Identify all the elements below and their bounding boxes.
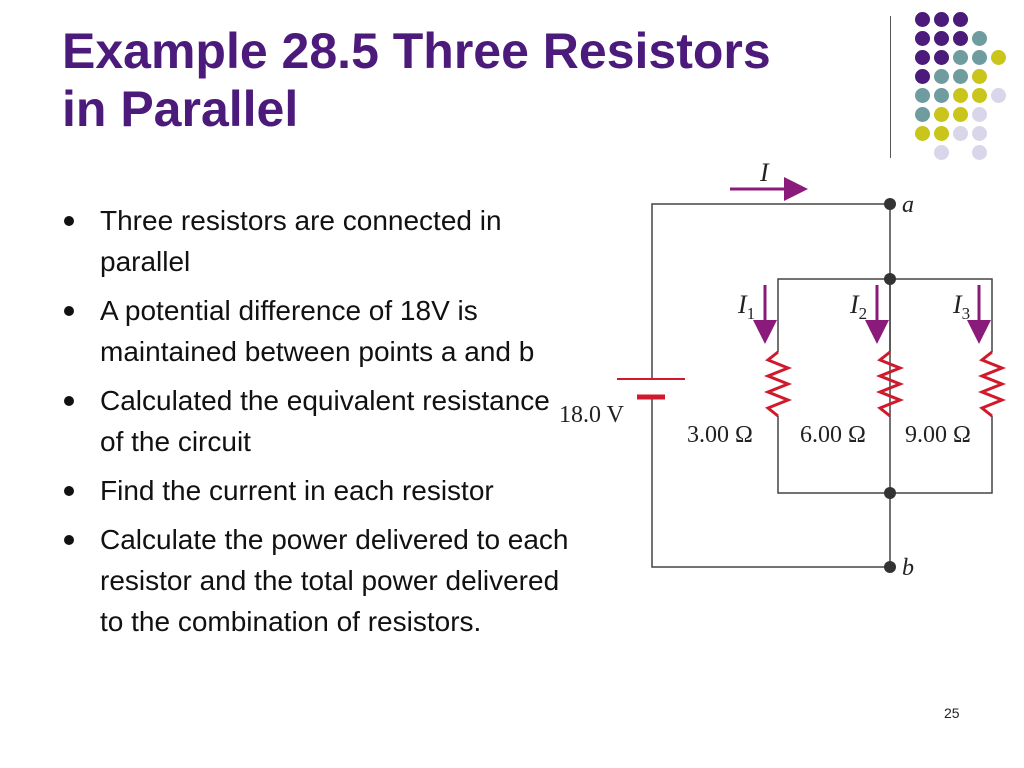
bullet-dot: [64, 535, 74, 545]
bullet-text: Calculated the equivalent resistance of …: [100, 385, 550, 457]
bullet-text: Three resistors are connected in paralle…: [100, 205, 502, 277]
bullet-item: Three resistors are connected in paralle…: [62, 200, 572, 282]
deco-dot: [915, 31, 930, 46]
bullet-dot: [64, 216, 74, 226]
node-a-dot: [884, 198, 896, 210]
resistor-3: [977, 350, 1007, 418]
deco-dot: [915, 126, 930, 141]
junction-bottom-dot: [884, 487, 896, 499]
circuit-wires: [651, 203, 993, 568]
deco-dot: [972, 50, 987, 65]
bullet-dot: [64, 486, 74, 496]
deco-dot: [953, 107, 968, 122]
bullet-item: Calculated the equivalent resistance of …: [62, 380, 572, 462]
deco-dot: [953, 31, 968, 46]
deco-dot: [972, 31, 987, 46]
deco-dot: [953, 88, 968, 103]
resistor-1: [763, 350, 793, 418]
bullet-list: Three resistors are connected in paralle…: [62, 200, 572, 650]
circuit-diagram: 18.0 V 3.00 Ω 6.00 Ω 9.00 Ω a b I I1 I2 …: [559, 158, 1007, 581]
deco-dot: [915, 88, 930, 103]
node-b-dot: [884, 561, 896, 573]
slide-title: Example 28.5 Three Resistors in Parallel: [62, 22, 882, 138]
bullet-text: A potential difference of 18V is maintai…: [100, 295, 535, 367]
branch-1-current-label: I1: [737, 290, 755, 323]
deco-dot: [972, 126, 987, 141]
deco-dot: [953, 69, 968, 84]
deco-dot: [972, 107, 987, 122]
junction-top-dot: [884, 273, 896, 285]
deco-dot: [934, 126, 949, 141]
resistor-3-label: 9.00 Ω: [905, 422, 971, 448]
deco-dot: [934, 69, 949, 84]
title-divider: [890, 16, 891, 158]
battery-label: 18.0 V: [559, 402, 625, 428]
deco-dot: [934, 88, 949, 103]
deco-dot: [915, 50, 930, 65]
deco-dot: [934, 31, 949, 46]
deco-dot: [934, 50, 949, 65]
node-a-label: a: [902, 192, 914, 218]
deco-dot: [953, 126, 968, 141]
deco-dot: [991, 88, 1006, 103]
deco-dot: [915, 107, 930, 122]
deco-dot: [953, 50, 968, 65]
deco-dot: [972, 145, 987, 160]
title-line-1: Example 28.5 Three Resistors: [62, 23, 771, 79]
deco-dot: [934, 107, 949, 122]
resistor-1-label: 3.00 Ω: [687, 422, 753, 448]
deco-dot: [991, 50, 1006, 65]
deco-dot: [972, 69, 987, 84]
deco-dot: [915, 12, 930, 27]
deco-dot: [934, 145, 949, 160]
title-line-2: in Parallel: [62, 81, 299, 137]
branch-2-current-label: I2: [849, 290, 867, 323]
branch-3-current-label: I3: [952, 290, 970, 323]
battery-symbol: [617, 378, 685, 400]
bullet-item: Calculate the power delivered to each re…: [62, 519, 572, 642]
resistor-2: [875, 350, 905, 418]
bullet-dot: [64, 396, 74, 406]
node-b-label: b: [902, 555, 914, 581]
resistor-2-label: 6.00 Ω: [800, 422, 866, 448]
bullet-item: A potential difference of 18V is maintai…: [62, 290, 572, 372]
bullet-dot: [64, 306, 74, 316]
bullet-text: Find the current in each resistor: [100, 475, 494, 506]
deco-dot: [972, 88, 987, 103]
deco-dot: [915, 69, 930, 84]
bullet-text: Calculate the power delivered to each re…: [100, 524, 569, 637]
page-number: 25: [944, 705, 960, 721]
deco-dot: [934, 12, 949, 27]
main-current-label: I: [759, 158, 770, 187]
bullet-item: Find the current in each resistor: [62, 470, 572, 511]
deco-dot: [953, 12, 968, 27]
